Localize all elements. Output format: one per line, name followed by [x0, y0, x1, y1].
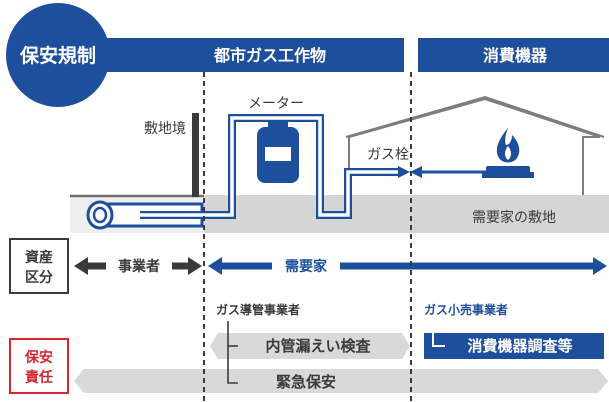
equipment-survey: 消費機器調査等	[467, 337, 572, 355]
emergency-safety: 緊急保安	[276, 373, 336, 391]
safety-responsibility-label-1: 保安	[24, 349, 53, 366]
indoor-leak-inspection: 内管漏えい検査	[265, 337, 371, 355]
gas-facilities-header-bar	[100, 38, 404, 72]
consumer-equipment-header: 消費機器	[483, 46, 548, 65]
house-roof	[345, 95, 605, 138]
indoor-leak-inspection-bar	[210, 333, 410, 359]
consumer-arrowhead-left	[208, 257, 222, 275]
asset-division-label-2: 区分	[25, 270, 53, 286]
flame-inner	[505, 146, 511, 160]
retail-operator-label: ガス小売事業者	[424, 302, 508, 317]
gas-facilities-header: 都市ガス工作物	[213, 46, 326, 65]
consumer-arrowhead-right	[593, 257, 607, 275]
asset-division-label-1: 資産	[25, 249, 53, 266]
operator-label: 事業者	[118, 258, 160, 275]
operator-arrowhead-right	[188, 257, 202, 275]
main-pipe-end-inner	[92, 206, 108, 224]
consumer-premises-label: 需要家の敷地	[472, 209, 556, 226]
boundary-wall	[192, 113, 199, 197]
asset-division-box	[9, 238, 69, 294]
gas-cock-icon	[398, 166, 410, 178]
pipeline-operator-label: ガス導管事業者	[216, 302, 300, 317]
consumer-label: 需要家	[285, 258, 328, 275]
house-outline	[348, 97, 601, 195]
safety-responsibility-label-2: 責任	[25, 369, 53, 386]
meter-top	[268, 121, 288, 129]
service-pipe-inner	[140, 116, 398, 217]
property-boundary-label: 敷地境	[144, 121, 186, 137]
retail-bracket	[432, 322, 445, 347]
title-badge	[6, 3, 110, 107]
stove-base	[482, 172, 534, 178]
equipment-survey-bar	[424, 333, 604, 359]
consumer-equipment-header-bar	[418, 38, 609, 72]
pipeline-bracket	[227, 321, 238, 384]
operator-arrowhead-left	[74, 257, 88, 275]
consumer-ground	[204, 195, 609, 233]
gas-cock-icon-right	[410, 166, 422, 178]
safety-responsibility-box	[9, 338, 69, 394]
meter-window	[265, 147, 291, 161]
flame-icon	[496, 128, 520, 163]
gas-cock-label: ガス栓	[367, 147, 409, 163]
meter-label: メーター	[248, 96, 304, 112]
emergency-safety-bar	[74, 369, 608, 393]
title-badge-text: 保安規制	[19, 44, 96, 67]
